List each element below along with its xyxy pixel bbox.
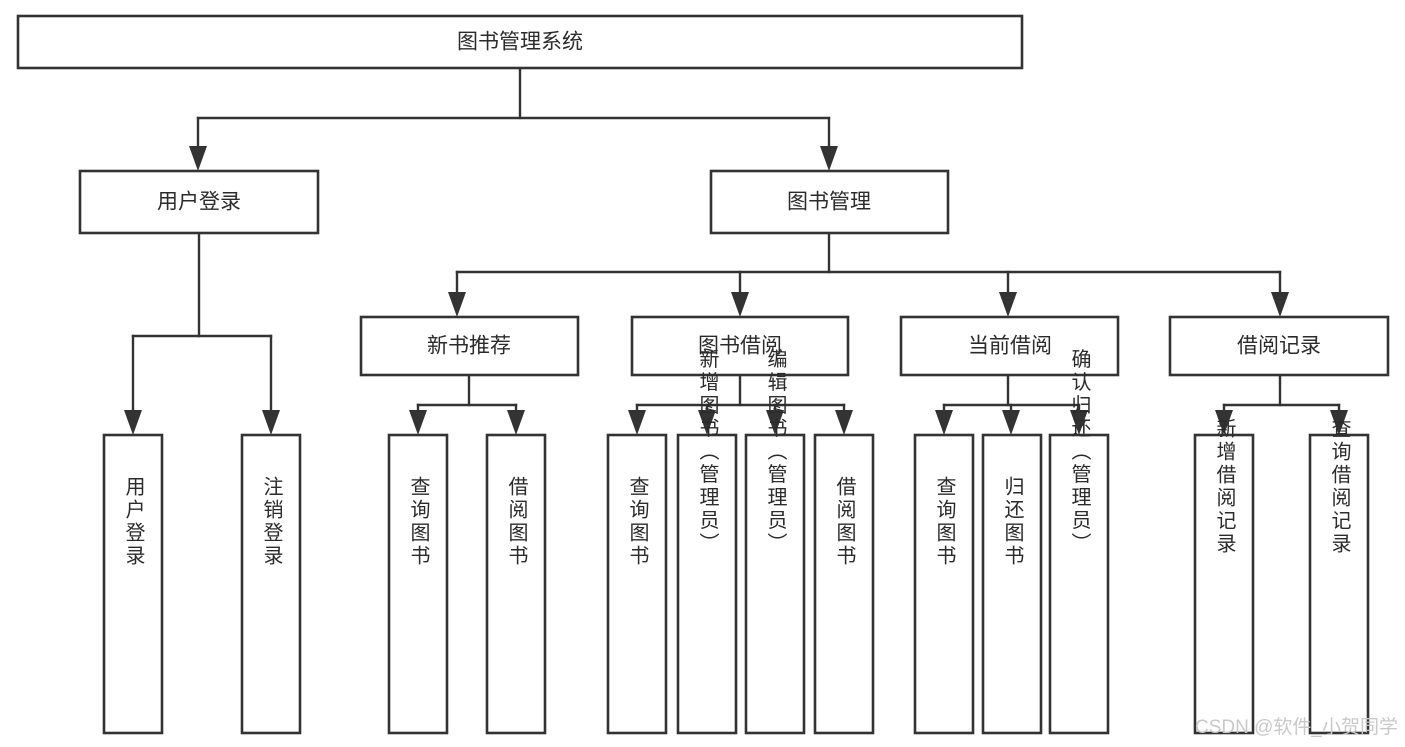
- node-new-book-rec-label: 新书推荐: [427, 335, 511, 358]
- node-book-borrow[interactable]: 图书借阅: [630, 315, 850, 377]
- node-leaf-return-book-label: 归还图书: [1001, 476, 1024, 568]
- node-borrow-record-label: 借阅记录: [1237, 335, 1321, 358]
- arrow-to-borrow-record: [1271, 292, 1289, 317]
- arrow-to-book-borrow: [731, 292, 749, 317]
- node-leaf-borrow-book-1[interactable]: 借阅图书: [485, 433, 547, 735]
- arrow-to-leaf-query-book-1: [409, 410, 427, 435]
- node-leaf-edit-book[interactable]: 编辑图书（管理员）: [744, 348, 806, 735]
- node-root-box[interactable]: [16, 14, 1024, 70]
- arrow-to-leaf-confirm-return: [1070, 410, 1088, 435]
- node-leaf-user-login-label: 用户登录: [122, 476, 145, 568]
- node-current-borrow[interactable]: 当前借阅: [899, 315, 1120, 377]
- node-leaf-logout-box[interactable]: [240, 433, 302, 735]
- node-leaf-borrow-book-2[interactable]: 借阅图书: [813, 433, 875, 735]
- node-leaf-user-login[interactable]: 用户登录: [102, 433, 164, 735]
- arrow-to-leaf-user-login: [124, 410, 142, 435]
- node-leaf-query-book-2[interactable]: 查询图书: [606, 433, 668, 735]
- arrow-root-to-user-login: [189, 146, 207, 171]
- arrow-root-to-book-manage: [820, 146, 838, 171]
- arrow-to-leaf-logout: [262, 410, 280, 435]
- arrow-to-leaf-edit-book: [766, 410, 784, 435]
- node-leaf-add-book-box[interactable]: [676, 433, 738, 735]
- arrow-to-current-borrow: [999, 292, 1017, 317]
- arrow-to-leaf-query-record: [1330, 410, 1348, 435]
- arrow-to-leaf-query-book-3: [935, 410, 953, 435]
- node-book-manage-label: 图书管理: [787, 191, 871, 214]
- node-user-login-box[interactable]: [78, 169, 320, 235]
- node-book-manage[interactable]: 图书管理: [709, 169, 950, 235]
- node-borrow-record[interactable]: 借阅记录: [1168, 315, 1390, 377]
- node-root[interactable]: 图书管理系统: [16, 14, 1024, 70]
- arrow-to-leaf-add-record: [1215, 410, 1233, 435]
- node-leaf-return-book[interactable]: 归还图书: [981, 433, 1043, 735]
- node-current-borrow-label: 当前借阅: [968, 335, 1052, 358]
- node-user-login[interactable]: 用户登录: [78, 169, 320, 235]
- node-leaf-user-login-box[interactable]: [102, 433, 164, 735]
- node-leaf-borrow-book-2-label: 借阅图书: [833, 476, 856, 568]
- arrow-to-leaf-return-book: [1002, 410, 1020, 435]
- node-borrow-record-box[interactable]: [1168, 315, 1390, 377]
- csdn-watermark: CSDN @软件_小贺同学: [1195, 716, 1398, 738]
- node-leaf-query-book-1-label: 查询图书: [407, 476, 430, 568]
- node-leaf-edit-book-label: 编辑图书（管理员）: [764, 348, 787, 555]
- node-leaf-borrow-book-2-box[interactable]: [813, 433, 875, 735]
- node-root-label: 图书管理系统: [457, 31, 583, 54]
- node-leaf-query-book-3-label: 查询图书: [933, 476, 956, 568]
- node-leaf-query-book-3-box[interactable]: [913, 433, 975, 735]
- arrow-to-leaf-borrow-book-1: [507, 410, 525, 435]
- node-user-login-label: 用户登录: [157, 191, 241, 214]
- node-new-book-rec[interactable]: 新书推荐: [359, 315, 580, 377]
- node-leaf-query-record-box[interactable]: [1308, 433, 1370, 735]
- node-leaf-borrow-book-1-box[interactable]: [485, 433, 547, 735]
- node-leaf-query-record-label: 查询借阅记录: [1328, 418, 1351, 556]
- node-leaf-query-record[interactable]: 查询借阅记录: [1308, 418, 1370, 735]
- arrow-to-new-book-rec: [448, 292, 466, 317]
- node-leaf-confirm-return-box[interactable]: [1048, 433, 1110, 735]
- node-leaf-logout[interactable]: 注销登录: [240, 433, 302, 735]
- node-leaf-logout-label: 注销登录: [260, 476, 283, 568]
- arrow-to-leaf-borrow-book-2: [835, 410, 853, 435]
- node-leaf-add-book[interactable]: 新增图书（管理员）: [676, 348, 738, 735]
- node-leaf-add-book-label: 新增图书（管理员）: [696, 348, 719, 555]
- node-book-manage-box[interactable]: [709, 169, 950, 235]
- node-leaf-confirm-return-label: 确认归还（管理员）: [1068, 348, 1091, 555]
- node-leaf-query-book-3[interactable]: 查询图书: [913, 433, 975, 735]
- arrow-to-leaf-add-book: [698, 410, 716, 435]
- node-book-borrow-box[interactable]: [630, 315, 850, 377]
- node-leaf-query-book-2-label: 查询图书: [626, 476, 649, 568]
- node-leaf-add-record-box[interactable]: [1193, 433, 1255, 735]
- node-book-borrow-label: 图书借阅: [698, 335, 782, 358]
- node-leaf-confirm-return[interactable]: 确认归还（管理员）: [1048, 348, 1110, 735]
- connector-layer: [124, 66, 1348, 435]
- node-new-book-rec-box[interactable]: [359, 315, 580, 377]
- node-leaf-borrow-book-1-label: 借阅图书: [505, 476, 528, 568]
- node-leaf-query-book-2-box[interactable]: [606, 433, 668, 735]
- node-leaf-add-record[interactable]: 新增借阅记录: [1193, 418, 1255, 735]
- node-current-borrow-box[interactable]: [899, 315, 1120, 377]
- node-leaf-query-book-1-box[interactable]: [387, 433, 449, 735]
- node-leaf-add-record-label: 新增借阅记录: [1213, 418, 1236, 556]
- node-leaf-query-book-1[interactable]: 查询图书: [387, 433, 449, 735]
- node-leaf-return-book-box[interactable]: [981, 433, 1043, 735]
- arrow-to-leaf-query-book-2: [628, 410, 646, 435]
- node-leaf-edit-book-box[interactable]: [744, 433, 806, 735]
